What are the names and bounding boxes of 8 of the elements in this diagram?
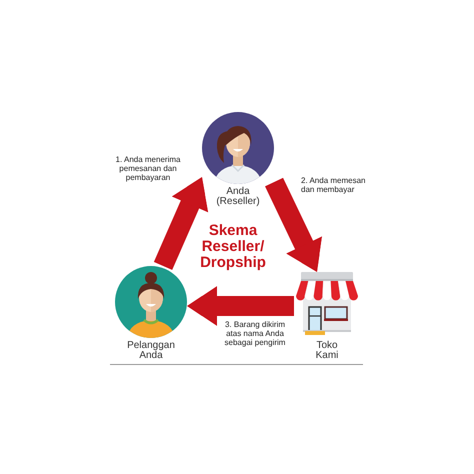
edge-label: 3. Barang dikirim atas nama Anda sebagai pengirim <box>222 320 288 347</box>
node-label: Pelanggan Anda <box>126 341 176 361</box>
diagram-title: Skema Reseller/ Dropship <box>199 223 267 271</box>
arrow <box>264 178 322 272</box>
arrow <box>154 177 208 270</box>
node-label: Toko Kami <box>314 341 340 361</box>
arrow <box>187 286 294 326</box>
node-label: Anda (Reseller) <box>215 187 261 207</box>
